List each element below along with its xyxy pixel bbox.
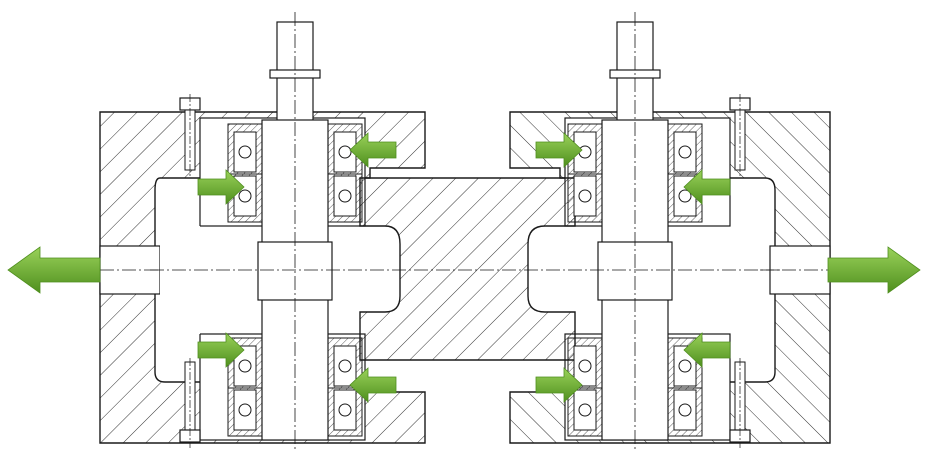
bearing-ball: [578, 403, 592, 417]
left-lower-outer-bearing: [227, 337, 263, 437]
bearing-ball: [238, 403, 252, 417]
bearing-ball: [338, 359, 352, 373]
right-lower-outer-load-arrow: [683, 332, 731, 368]
right-top-bolt: [729, 94, 751, 178]
left-lower-outer-load-arrow: [197, 332, 245, 368]
right-output-arrow: [827, 246, 921, 294]
right-lower-inner-load-arrow: [535, 367, 583, 403]
coupling-body: [359, 177, 576, 361]
bearing-assemblies: [227, 123, 703, 437]
left-bottom-bolt: [179, 358, 201, 448]
bearing-ball: [338, 403, 352, 417]
left-upper-outer-bearing: [227, 123, 263, 223]
bearing-ball: [578, 189, 592, 203]
left-upper-inner-load-arrow: [349, 132, 397, 168]
bearing-ball: [578, 359, 592, 373]
bearing-ball: [338, 145, 352, 159]
left-inner-cavity: [160, 226, 200, 334]
bearing-ball: [578, 145, 592, 159]
left-upper-outer-load-arrow: [197, 169, 245, 205]
left-output-arrow: [7, 246, 101, 294]
right-upper-inner-load-arrow: [535, 132, 583, 168]
left-top-bolt: [179, 94, 201, 178]
bearing-ball: [678, 403, 692, 417]
bearing-ball: [238, 145, 252, 159]
bearing-ball: [678, 359, 692, 373]
bearing-ball: [678, 145, 692, 159]
right-upper-outer-load-arrow: [683, 169, 731, 205]
left-upper-inner-bearing: [327, 123, 363, 223]
left-lower-inner-load-arrow: [349, 367, 397, 403]
right-upper-inner-bearing: [567, 123, 603, 223]
bearing-ball: [678, 189, 692, 203]
bearing-ball: [238, 359, 252, 373]
left-shaft: [257, 12, 333, 452]
right-shaft: [597, 12, 673, 452]
right-lower-outer-bearing: [667, 337, 703, 437]
load-arrows: [7, 132, 921, 403]
bearing-ball: [238, 189, 252, 203]
central-coupling: [359, 177, 576, 361]
right-bottom-bolt: [729, 358, 751, 448]
housing-bolts: [179, 94, 751, 448]
right-upper-outer-bearing: [667, 123, 703, 223]
bearing-ball: [338, 189, 352, 203]
